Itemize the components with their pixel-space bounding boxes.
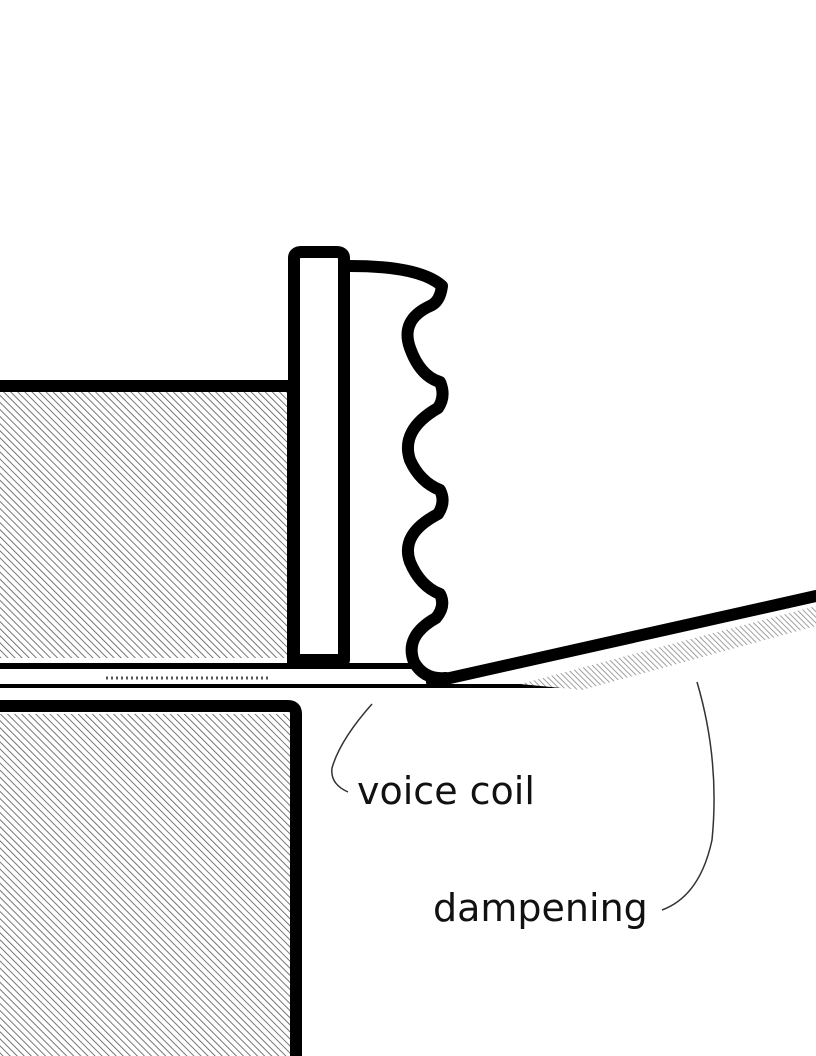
dampening-label: dampening (433, 886, 648, 930)
dampening-leader (661, 681, 715, 911)
air-gap (0, 663, 575, 688)
voice-coil-leader (331, 703, 373, 793)
spider-suspension (344, 260, 452, 685)
voice-coil-former (288, 246, 350, 666)
lower-magnet-block (0, 700, 302, 1056)
voice-coil-label: voice coil (357, 769, 535, 813)
upper-magnet-block (0, 380, 299, 664)
cone-diaphragm (426, 590, 816, 690)
